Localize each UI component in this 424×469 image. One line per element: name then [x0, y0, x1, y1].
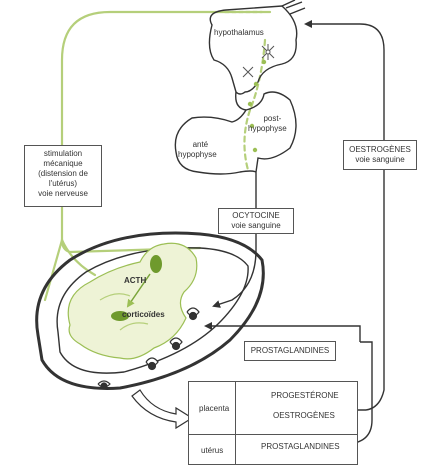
table-vertical-divider [235, 382, 236, 464]
brain-outline [174, 0, 306, 236]
table-prostaglandines: PROSTAGLANDINES [261, 442, 340, 451]
corticoides-label: corticoïdes [122, 310, 165, 319]
stimulation-line5: voie nerveuse [38, 189, 88, 198]
prostaglandines-title: PROSTAGLANDINES [250, 346, 330, 355]
ocytocine-title: OCYTOCINE [232, 211, 280, 220]
oestrogenes-route: voie sanguine [355, 155, 405, 164]
post-hypophyse-line1: post- [263, 114, 282, 123]
stimulation-line4: l'utérus) [48, 179, 78, 188]
table-progesterone: PROGESTÉRONE [271, 391, 339, 400]
stimulation-line3: (distension de [38, 169, 88, 178]
table-row-placenta-label: placenta [199, 404, 230, 413]
ante-hypophyse-line2: hypophyse [178, 150, 217, 159]
axon-dots [247, 59, 267, 153]
stimulation-box: stimulation mécanique (distension de l'u… [24, 145, 102, 207]
stimulation-line1: stimulation [43, 149, 83, 158]
uterus [35, 231, 265, 390]
ante-hypophyse-label: anté hypophyse [178, 140, 217, 160]
hypothalamus-label: hypothalamus [214, 28, 264, 37]
ante-hypophyse-line1: anté [192, 140, 209, 149]
stimulation-line2: mécanique [43, 159, 83, 168]
prostaglandines-box: PROSTAGLANDINES [244, 341, 336, 361]
ocytocine-box: OCYTOCINE voie sanguine [218, 208, 294, 234]
outflow-arrow [131, 389, 194, 430]
oestrogenes-title: OESTROGÈNES [349, 145, 411, 154]
acth-label: ACTH [124, 276, 147, 285]
neuron-symbols [242, 44, 275, 78]
oestrogenes-box: OESTROGÈNES voie sanguine [343, 140, 417, 170]
placenta-nodes [97, 307, 200, 390]
post-hypophyse-label: post- hypophyse [248, 114, 287, 134]
hormone-table: placenta PROGESTÉRONE OESTROGÈNES utérus… [188, 381, 358, 465]
post-hypophyse-line2: hypophyse [248, 124, 287, 133]
table-horizontal-divider [189, 434, 357, 435]
ocytocine-route: voie sanguine [231, 221, 281, 230]
table-oestrogenes: OESTROGÈNES [273, 411, 335, 420]
table-row-uterus-label: utérus [201, 446, 224, 455]
